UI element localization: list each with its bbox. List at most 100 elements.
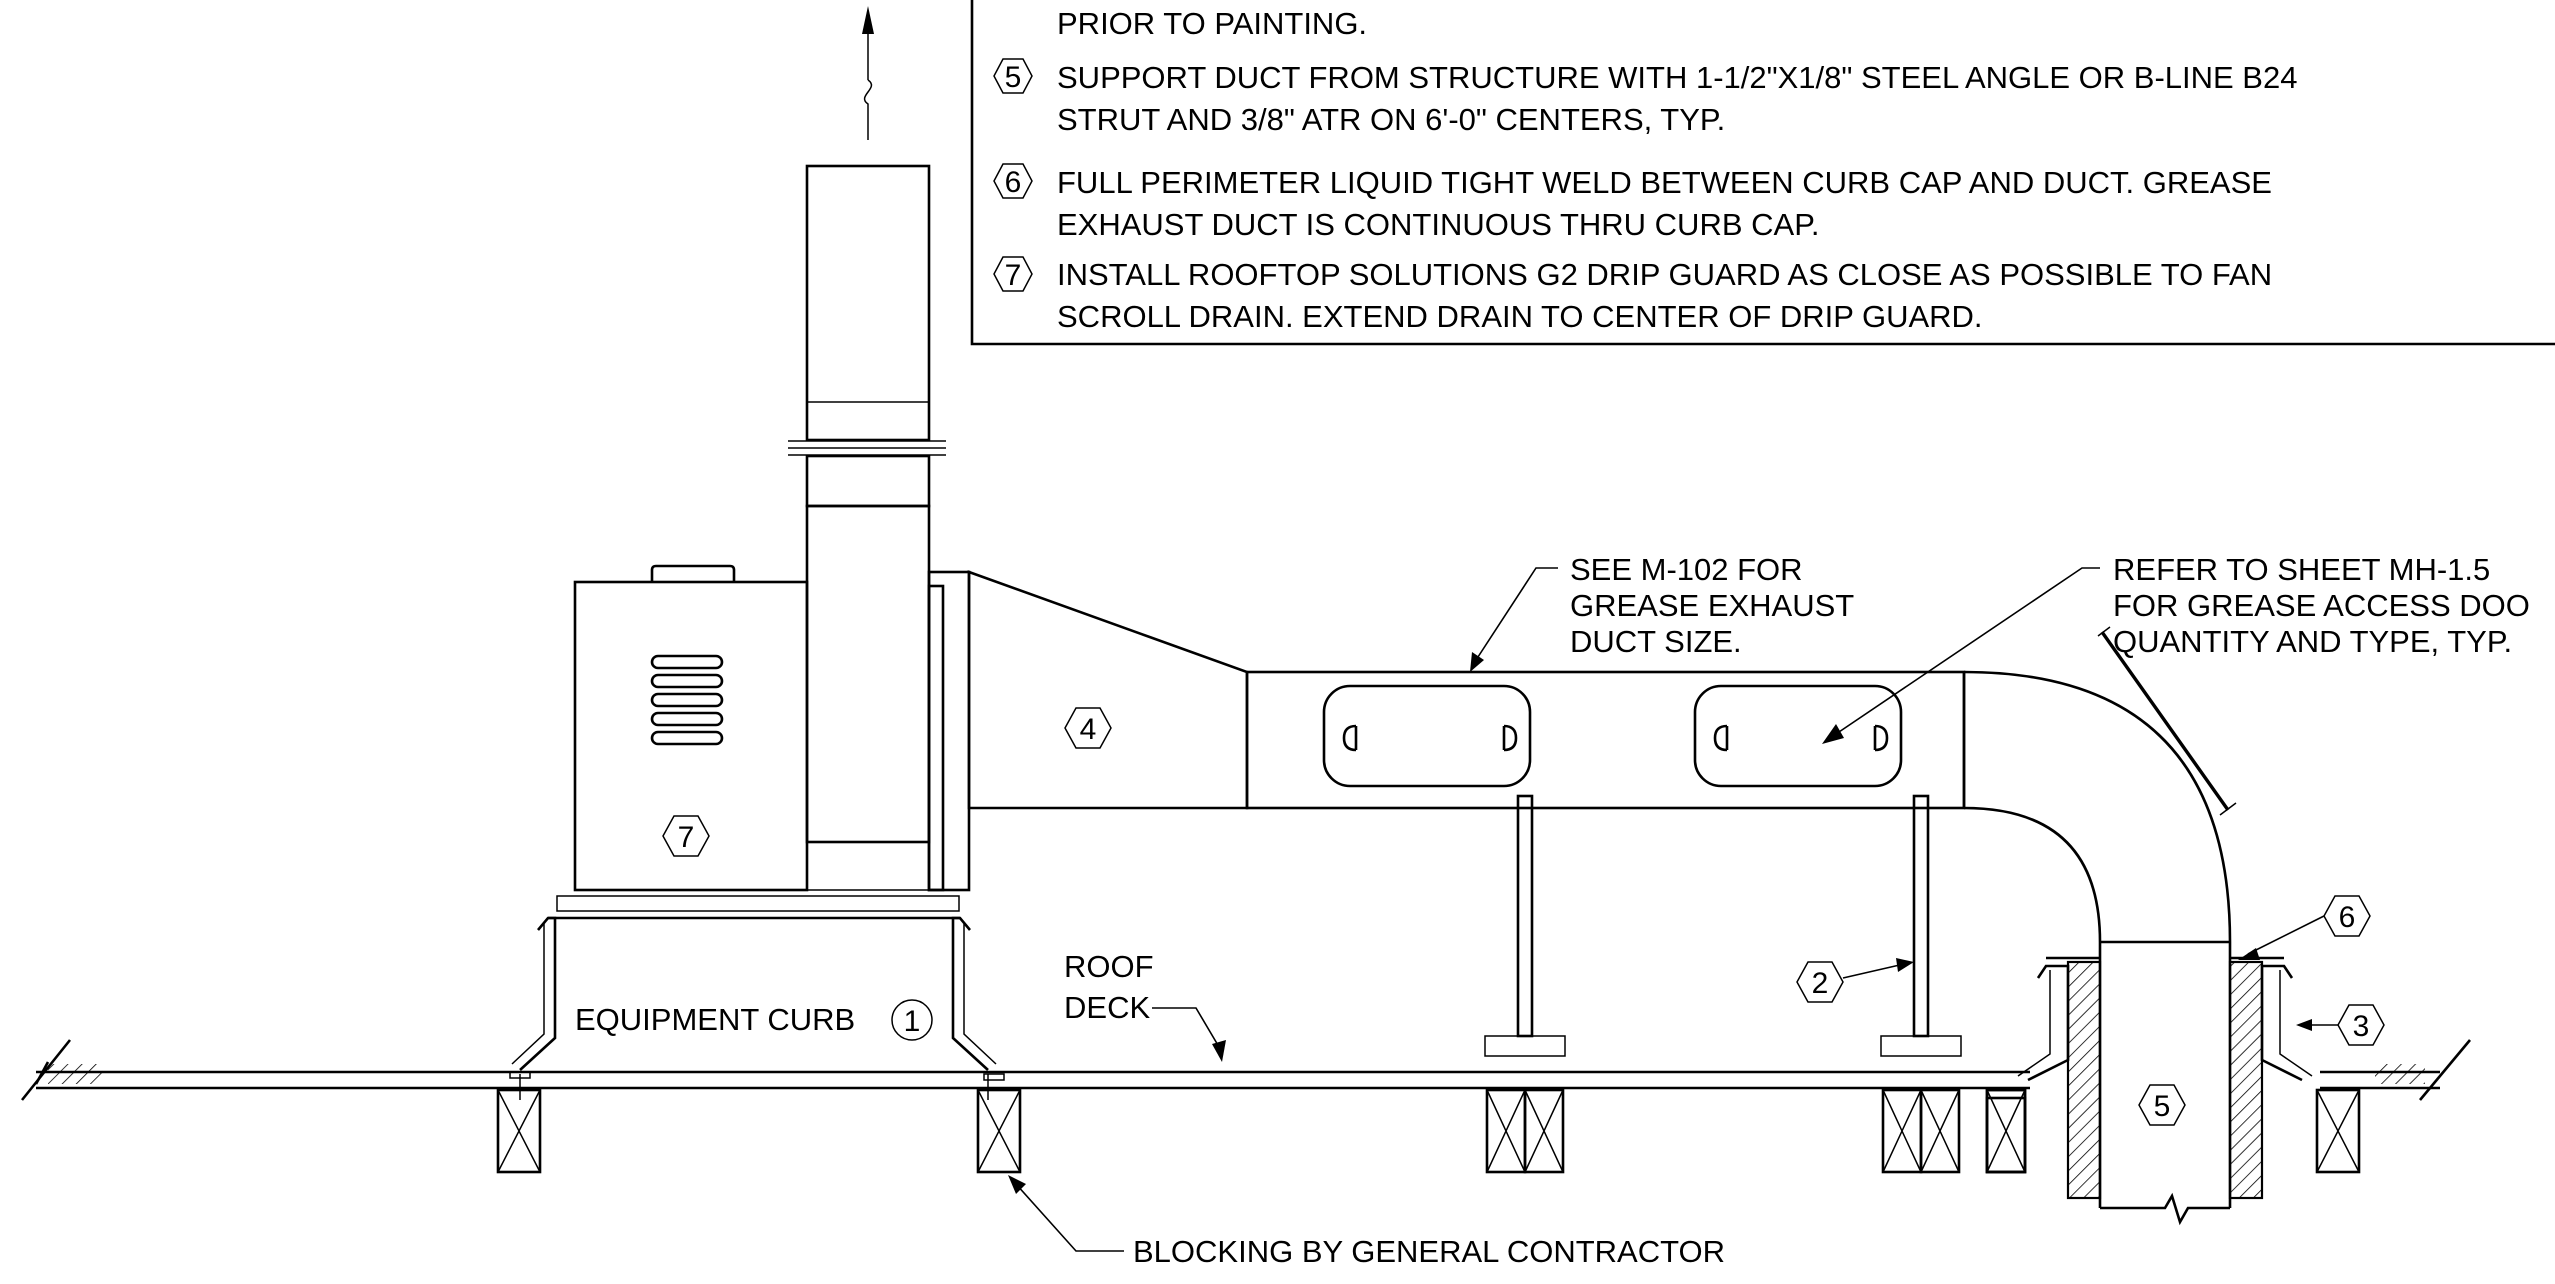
fan-tag-hex	[662, 815, 710, 857]
support-tag-number: 2	[1812, 967, 1829, 1000]
note-7-line-1: INSTALL ROOFTOP SOLUTIONS G2 DRIP GUARD …	[1057, 257, 2272, 292]
curb-insulation-left	[2066, 960, 2102, 1200]
duct-size-callout: SEE M-102 FOR GREASE EXHAUST DUCT SIZE.	[1470, 552, 1854, 672]
blocking-block	[1523, 1088, 1565, 1174]
fan-housing	[805, 504, 931, 844]
notes-box-border	[970, 0, 2555, 346]
roof-label: ROOF	[1064, 949, 1154, 984]
elbow-access-plate	[2100, 631, 2230, 811]
access-door-label-3: QUANTITY AND TYPE, TYP.	[2113, 624, 2512, 659]
transition-tag-number: 4	[1080, 713, 1097, 746]
fan-inlet-ring	[927, 570, 971, 892]
note-7-tag-hex	[993, 256, 1033, 292]
curb-tag-number: 1	[904, 1005, 921, 1038]
riser-tag-number: 5	[2154, 1090, 2171, 1123]
fan-base-plate	[556, 895, 960, 912]
blocking-block	[2315, 1088, 2361, 1174]
riser-break-line	[2100, 1192, 2230, 1226]
duct-size-leader	[1475, 567, 1558, 661]
blocking-block	[1985, 1088, 2027, 1174]
fastener-head	[509, 1071, 531, 1079]
support-tag-hex	[1796, 961, 1844, 1003]
louver-slot	[650, 711, 724, 727]
note-item-6: 6 FULL PERIMETER LIQUID TIGHT WELD BETWE…	[993, 163, 2272, 242]
curb-side-arrowhead	[2296, 1019, 2312, 1031]
elbow-inner	[1963, 806, 2102, 943]
note-7-line-2: SCROLL DRAIN. EXTEND DRAIN TO CENTER OF …	[1057, 299, 1983, 334]
fan-discharge-stack	[805, 164, 931, 442]
discharge-arrow-break	[863, 79, 873, 112]
louver-slot	[650, 730, 724, 746]
curb-right-wall	[951, 916, 989, 1071]
blocking-callout: BLOCKING BY GENERAL CONTRACTOR	[1008, 1175, 1725, 1269]
duct-transition	[967, 570, 1249, 810]
curb-tag-circle	[891, 999, 933, 1041]
callout-curb-side: 3	[2296, 1004, 2385, 1046]
curb-wall-right-inner	[2279, 970, 2313, 1077]
access-door-2	[1693, 684, 1903, 788]
elbow-plate-tab	[2097, 626, 2111, 637]
motor-cover-handle	[650, 564, 736, 582]
louver-slot	[650, 692, 724, 708]
grease-duct-run: 4 5	[967, 570, 2237, 1226]
roof-deck-arrowhead	[1212, 1040, 1226, 1062]
roof-insulation-left	[48, 1064, 103, 1084]
note-5-line-2: STRUT AND 3/8" ATR ON 6'-0" CENTERS, TYP…	[1057, 102, 1725, 137]
fan-inlet-ring-inner	[927, 584, 945, 892]
general-notes-box: PRIOR TO PAINTING. 5 SUPPORT DUCT FROM S…	[970, 0, 2555, 346]
blocking-block	[496, 1088, 542, 1174]
access-door-callout: REFER TO SHEET MH-1.5 FOR GREASE ACCESS …	[1822, 552, 2530, 744]
curb-wall-left	[2027, 964, 2070, 1082]
blocking-block	[1985, 1096, 2027, 1174]
support-arrowhead	[1896, 958, 1914, 972]
curb-insulation-right	[2228, 960, 2264, 1200]
louver-slot	[650, 654, 724, 670]
access-door-label-1: REFER TO SHEET MH-1.5	[2113, 552, 2490, 587]
access-door-leader	[1835, 567, 2100, 735]
curb-left-inner	[511, 924, 545, 1065]
elbow-plate-tab	[2219, 802, 2237, 816]
duct-size-label-1: SEE M-102 FOR	[1570, 552, 1803, 587]
roof-break-left	[20, 1039, 72, 1101]
roof-insulation-right	[2375, 1064, 2425, 1084]
support-base-plate	[1484, 1035, 1566, 1057]
access-door-arrowhead	[1822, 724, 1844, 744]
support-strut	[1516, 794, 1534, 1038]
blocking-label: BLOCKING BY GENERAL CONTRACTOR	[1133, 1234, 1725, 1269]
elbow-outer	[1963, 670, 2232, 943]
note-5-number: 5	[1005, 61, 1022, 94]
weld-leader	[2247, 915, 2325, 955]
note-5-line-1: SUPPORT DUCT FROM STRUCTURE WITH 1-1/2"X…	[1057, 60, 2297, 95]
callout-support: 2	[1796, 958, 1914, 1003]
support-strut	[1912, 794, 1930, 1038]
fastener-head	[983, 1073, 1005, 1081]
discharge-arrow-head	[862, 6, 874, 34]
transition-tag-hex	[1064, 707, 1112, 749]
wood-blocking	[496, 1088, 2361, 1174]
blocking-leader	[1015, 1183, 1124, 1252]
duct-size-arrowhead	[1470, 652, 1484, 672]
note-item-5: 5 SUPPORT DUCT FROM STRUCTURE WITH 1-1/2…	[993, 58, 2297, 137]
weld-tag-number: 6	[2339, 901, 2356, 934]
support-base-plate	[1880, 1035, 1962, 1057]
grease-duct-curb	[2017, 956, 2313, 1200]
note-6-line-1: FULL PERIMETER LIQUID TIGHT WELD BETWEEN…	[1057, 165, 2272, 200]
access-door-panel	[1322, 684, 1532, 788]
duct-supports	[1484, 794, 1962, 1057]
note-6-line-2: EXHAUST DUCT IS CONTINUOUS THRU CURB CAP…	[1057, 207, 1819, 242]
support-leader	[1842, 963, 1905, 979]
blocking-block	[1919, 1088, 1961, 1174]
callout-weld: 6	[2238, 895, 2371, 960]
note-6-number: 6	[1005, 166, 1022, 199]
motor-cover-louvers	[650, 654, 724, 746]
curb-left-wall	[519, 916, 557, 1071]
fan-tag-number: 7	[678, 821, 695, 854]
equipment-curb-label: EQUIPMENT CURB	[575, 1002, 855, 1037]
access-door-panel	[1693, 684, 1903, 788]
access-door-handle-left	[1342, 724, 1358, 752]
access-door-label-2: FOR GREASE ACCESS DOO	[2113, 588, 2530, 623]
riser-tag-hex	[2138, 1084, 2186, 1126]
blocking-arrowhead	[1008, 1175, 1026, 1194]
access-door-handle-left	[1713, 724, 1729, 752]
note-6-tag-hex	[993, 163, 1033, 199]
